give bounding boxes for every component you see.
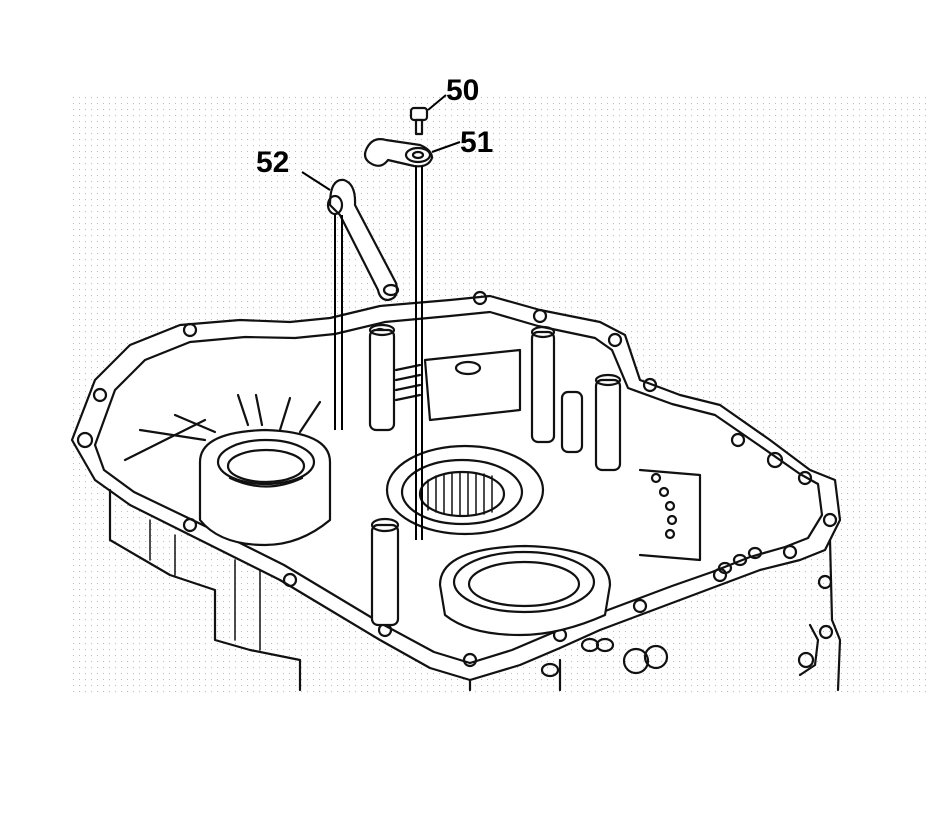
left-bearing-bore <box>123 393 332 547</box>
oil-pipe-part <box>326 178 400 302</box>
bolt-part <box>409 106 429 136</box>
callout-51: 51 <box>460 126 493 159</box>
callout-50: 50 <box>446 74 479 107</box>
lower-bearing-bore <box>438 544 612 637</box>
callout-52: 52 <box>256 146 289 179</box>
callout-leaders <box>301 94 461 191</box>
port-openings <box>540 546 763 678</box>
installation-guide-lines <box>334 166 423 540</box>
retaining-clip-part <box>363 138 434 168</box>
center-bearing-bore <box>385 444 545 536</box>
case-bosses <box>368 323 702 627</box>
